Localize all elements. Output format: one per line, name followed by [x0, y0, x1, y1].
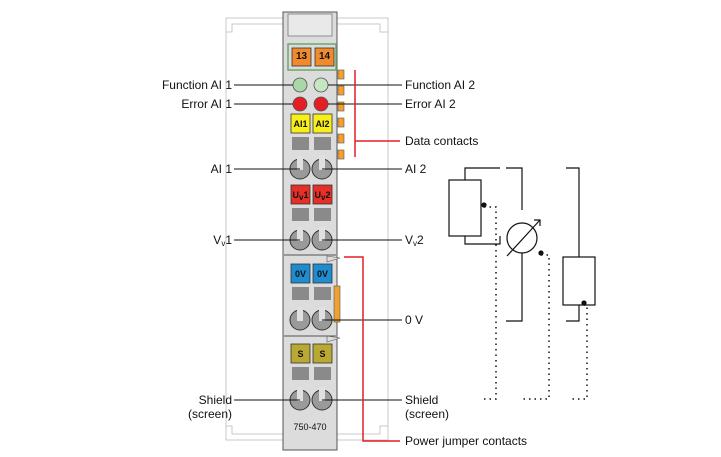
label-error-ai2: Error AI 2: [405, 97, 456, 111]
data-contacts: [337, 69, 345, 160]
terminal-tag-14-label: 14: [318, 51, 331, 62]
power-jumper-callout: [344, 256, 400, 442]
din-rail-outline: [225, 17, 389, 441]
leader-lines-left: [234, 84, 300, 401]
data-contacts-callout: [354, 70, 400, 157]
label-ai2: AI 2: [405, 162, 427, 176]
tag-uv1: [290, 184, 311, 205]
tag-0v-right-label: 0V: [316, 269, 328, 279]
label-error-ai1: Error AI 1: [181, 97, 232, 111]
tag-s-right-label: S: [319, 349, 326, 359]
label-power-jumper-contacts: Power jumper contacts: [405, 434, 528, 448]
tag-ai1-label: AI1: [293, 119, 308, 129]
terminal-tag-13-label: 13: [295, 51, 308, 62]
terminal-tag-13: [291, 47, 312, 67]
tag-0v-left: [290, 263, 311, 284]
tag-ai2-label: AI2: [315, 119, 330, 129]
tag-uv2: [312, 184, 333, 205]
tag-uv2-label: Uv2: [314, 190, 331, 202]
leader-lines-right: [322, 84, 402, 401]
led-function-ai1: [292, 77, 308, 93]
tag-ai2: [312, 113, 333, 134]
label-data-contacts: Data contacts: [405, 134, 479, 148]
tag-uv1-label: Uv1: [292, 190, 309, 202]
label-0v: 0 V: [405, 313, 424, 327]
module-number: 750-470: [293, 422, 327, 432]
led-function-ai2: [313, 77, 329, 93]
label-function-ai1: Function AI 1: [161, 78, 232, 92]
label-vv2: Vv2: [405, 233, 424, 248]
sensor-resistor-1: [448, 167, 501, 245]
module-body: [282, 11, 338, 451]
sensor-resistor-2: [562, 167, 596, 322]
power-jumper-contacts: [333, 285, 341, 323]
tag-0v-right: [312, 263, 333, 284]
shield-wires: [482, 206, 588, 400]
terminal-tag-14: [314, 47, 335, 67]
led-error-ai2: [313, 96, 329, 112]
led-error-ai1: [292, 96, 308, 112]
label-vv1: Vv1: [213, 233, 232, 248]
label-shield-right: Shield (screen): [405, 393, 450, 421]
sensor-potentiometer: [506, 167, 544, 322]
label-shield-left: Shield (screen): [187, 393, 232, 421]
tag-s-left: [290, 343, 311, 364]
tag-ai1: [290, 113, 311, 134]
module-top-latch: [287, 13, 333, 37]
label-function-ai2: Function AI 2: [405, 78, 476, 92]
tag-s-right: [312, 343, 333, 364]
tag-s-left-label: S: [297, 349, 304, 359]
tag-0v-left-label: 0V: [294, 269, 306, 279]
label-ai1: AI 1: [210, 162, 232, 176]
